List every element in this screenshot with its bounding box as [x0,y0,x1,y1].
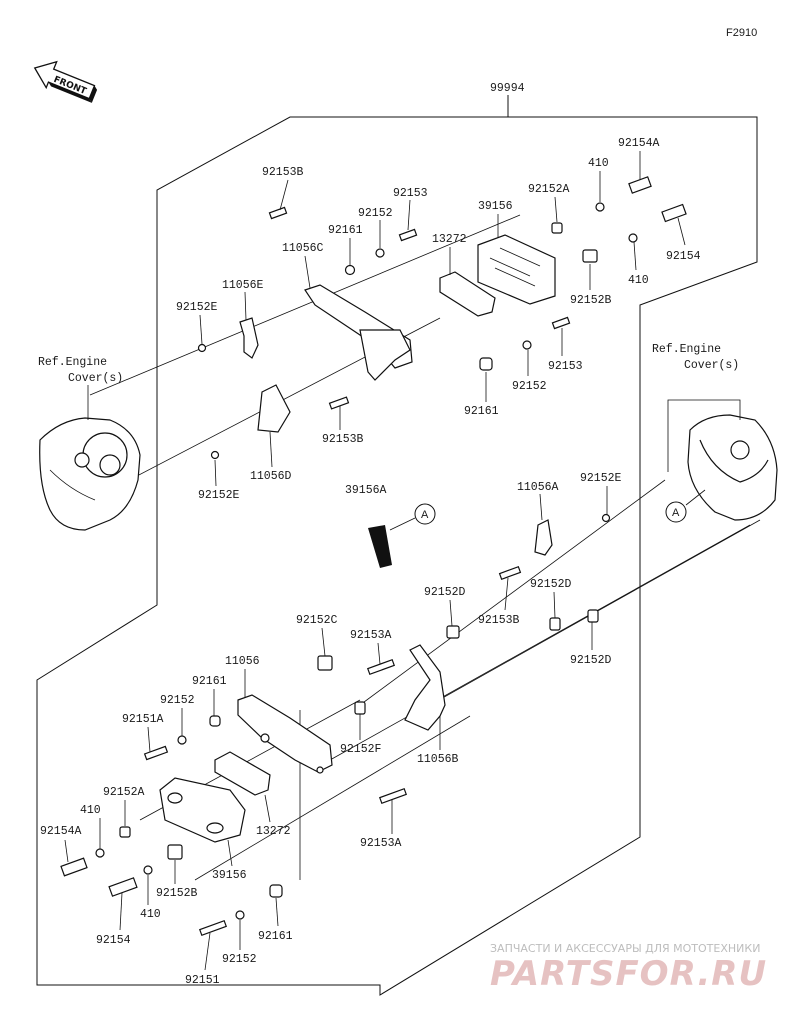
part-label: 92153 [393,187,428,200]
watermark: ЗАПЧАСТИ И АКСЕССУАРЫ ДЛЯ МОТОТЕХНИКИ PA… [490,942,767,994]
part-label: 11056A [517,481,559,494]
slider-bracket-upper [304,284,413,381]
part-label: 92154 [96,934,131,947]
part-label: 92152A [103,786,145,799]
part-label: 39156A [345,484,387,497]
fasteners-upper [197,176,687,460]
engine-cover-left [39,417,141,531]
part-label: 92152C [296,614,338,627]
bracket-11056b [404,644,446,731]
part-label: 92152F [340,743,382,756]
label-leaders [64,151,686,971]
sticker-39156a [368,525,392,568]
ref-engine-cover-left-line1: Ref.Engine [38,356,107,369]
part-label: 92152 [222,953,257,966]
bracket-11056d [257,384,291,433]
part-label: 410 [80,804,101,817]
part-label: 11056D [250,470,292,483]
svg-text:A: A [672,507,680,519]
part-label: 92161 [328,224,363,237]
part-label: 92153B [322,433,364,446]
part-label: 11056 [225,655,260,668]
part-label: 410 [140,908,161,921]
shim-13272-lower [214,751,271,796]
part-label: 99994 [490,82,525,95]
part-label: 92153A [350,629,392,642]
ref-engine-cover-right-line2: Cover(s) [684,359,739,372]
part-label: 92152 [358,207,393,220]
bracket-11056a [534,519,553,556]
part-label: 39156 [478,200,513,213]
part-label: 92152 [160,694,195,707]
part-label: 92152D [570,654,612,667]
part-label: 92152B [570,294,612,307]
part-label: 92152B [156,887,198,900]
shim-13272-upper [439,271,496,317]
bracket-11056e [239,317,259,359]
slider-bracket-lower [237,694,333,774]
part-label: 92161 [192,675,227,688]
part-label: 410 [588,157,609,170]
part-labels: 92153B 92153 92152 92161 39156 92152A 41… [40,137,701,987]
front-arrow-icon: FRONT [33,60,98,103]
ref-leader [667,399,741,472]
part-label: 92151 [185,974,220,987]
engine-cover-right [687,414,778,521]
part-label: 92161 [258,930,293,943]
part-label: 92152D [424,586,466,599]
part-label: 410 [628,274,649,287]
part-label: 92153B [478,614,520,627]
part-label: 92154A [40,825,82,838]
part-label: 92154 [666,250,701,263]
part-label: 92152E [176,301,218,314]
part-label: 92153B [262,166,304,179]
part-label: 92152E [198,489,240,502]
part-label: 11056E [222,279,264,292]
part-label: 13272 [432,233,467,246]
watermark-logo: PARTSFOR.RU [490,954,767,994]
assembly-frame [36,95,758,996]
part-label: 11056C [282,242,324,255]
ref-engine-cover-left-line2: Cover(s) [68,372,123,385]
callout-a-right: A [665,489,706,523]
part-label: 39156 [212,869,247,882]
fasteners-lower [60,513,611,937]
part-label: 92152D [530,578,572,591]
part-label: 92151A [122,713,164,726]
part-label: 11056B [417,753,459,766]
frame-slider-39156-lower [159,777,246,843]
part-label: 92161 [464,405,499,418]
frame-slider-39156-upper [477,234,556,305]
diagram-id: F2910 [726,27,757,39]
part-label: 13272 [256,825,291,838]
part-label: 92153A [360,837,402,850]
part-label: 92154A [618,137,660,150]
callout-a-left: A [389,503,436,531]
part-label: 92153 [548,360,583,373]
ref-engine-cover-right-line1: Ref.Engine [652,343,721,356]
svg-text:A: A [421,509,429,521]
part-label: 92152E [580,472,622,485]
axis-lines [89,214,761,881]
part-label: 92152A [528,183,570,196]
part-label: 92152 [512,380,547,393]
watermark-tagline: ЗАПЧАСТИ И АКСЕССУАРЫ ДЛЯ МОТОТЕХНИКИ [490,942,760,955]
